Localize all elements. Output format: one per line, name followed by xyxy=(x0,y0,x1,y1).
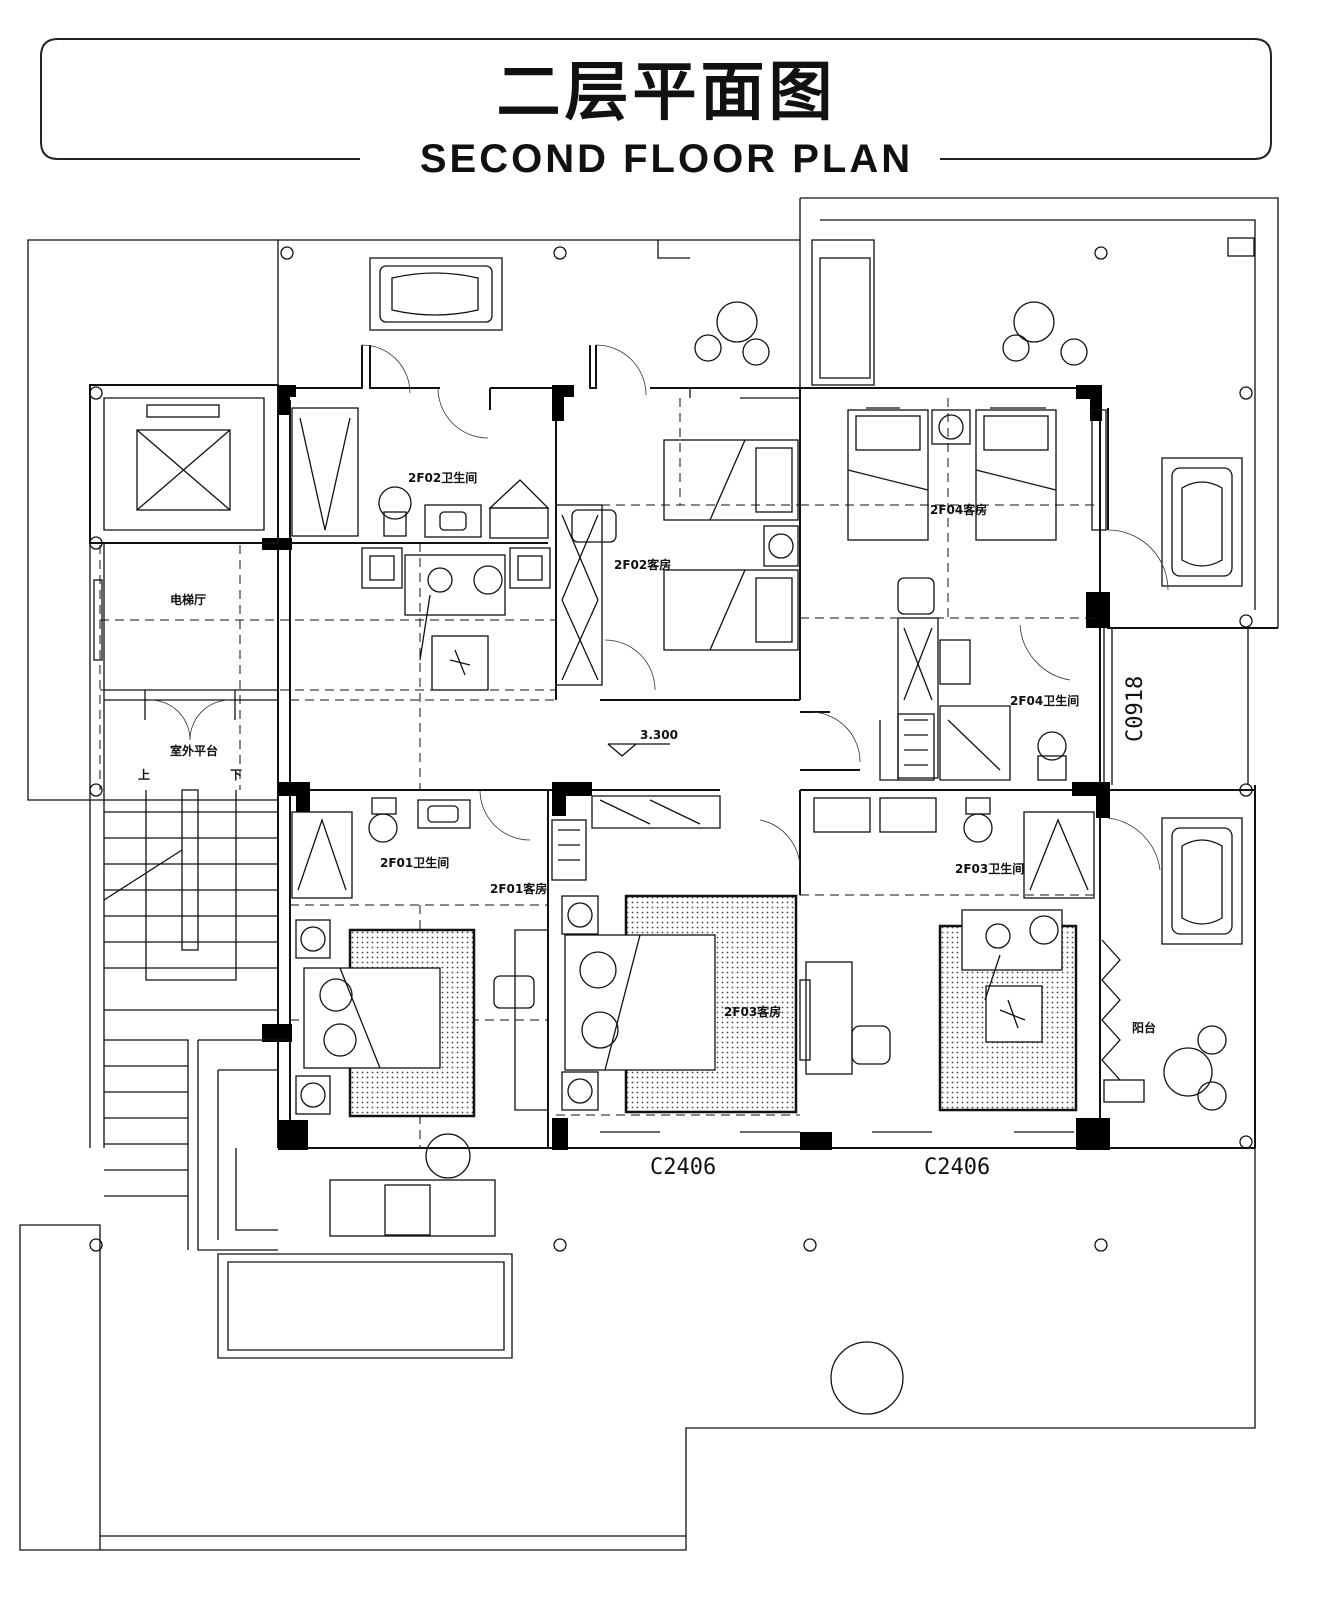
label-bath-2f01: 2F01卫生间 xyxy=(380,855,449,870)
label-level: 3.300 xyxy=(640,728,678,742)
label-window-east: C0918 xyxy=(1123,676,1148,742)
columns xyxy=(262,385,1110,1150)
label-window-south-right: C2406 xyxy=(924,1155,990,1180)
bath-2f04-fixtures xyxy=(811,617,1071,781)
bath-2f03-fixtures xyxy=(813,797,1161,1112)
plan-subtitle: SECOND FLOOR PLAN xyxy=(419,137,914,181)
room-2f04-furniture xyxy=(847,407,1169,615)
terrace-furniture xyxy=(369,239,1243,1111)
label-room-2f02: 2F02客房 xyxy=(614,557,671,572)
label-window-south-left: C2406 xyxy=(650,1155,716,1180)
study-desk xyxy=(361,547,551,691)
label-room-2f01: 2F01客房 xyxy=(490,881,547,896)
label-stairs-down: 下 xyxy=(230,768,242,782)
room-2f02-furniture xyxy=(555,344,799,691)
label-bath-2f03: 2F03卫生间 xyxy=(955,861,1024,876)
room-2f03-furniture xyxy=(561,819,891,1114)
stairs xyxy=(103,789,290,1251)
label-bath-2f04: 2F04卫生间 xyxy=(1010,693,1079,708)
dashed-lines xyxy=(99,398,1100,1148)
label-outdoor-platform: 室外平台 xyxy=(170,743,218,758)
elevator xyxy=(89,384,279,1148)
plan-title: 二层平面图 xyxy=(496,56,837,130)
site-outlines xyxy=(19,197,1279,1551)
label-elevator-hall: 电梯厅 xyxy=(170,592,206,607)
bath-2f02-fixtures xyxy=(291,344,550,539)
label-room-2f04: 2F04客房 xyxy=(930,502,987,517)
bath-2f01-fixtures xyxy=(291,789,721,899)
label-room-2f03: 2F03客房 xyxy=(724,1004,781,1019)
title-frame xyxy=(40,38,1272,160)
label-balcony: 阳台 xyxy=(1132,1020,1156,1035)
room-2f01-furniture xyxy=(295,919,549,1237)
label-stairs-up: 上 xyxy=(138,767,150,782)
label-bath-2f02: 2F02卫生间 xyxy=(408,470,477,485)
level-marker xyxy=(607,743,670,757)
south-windows xyxy=(600,388,1249,1133)
